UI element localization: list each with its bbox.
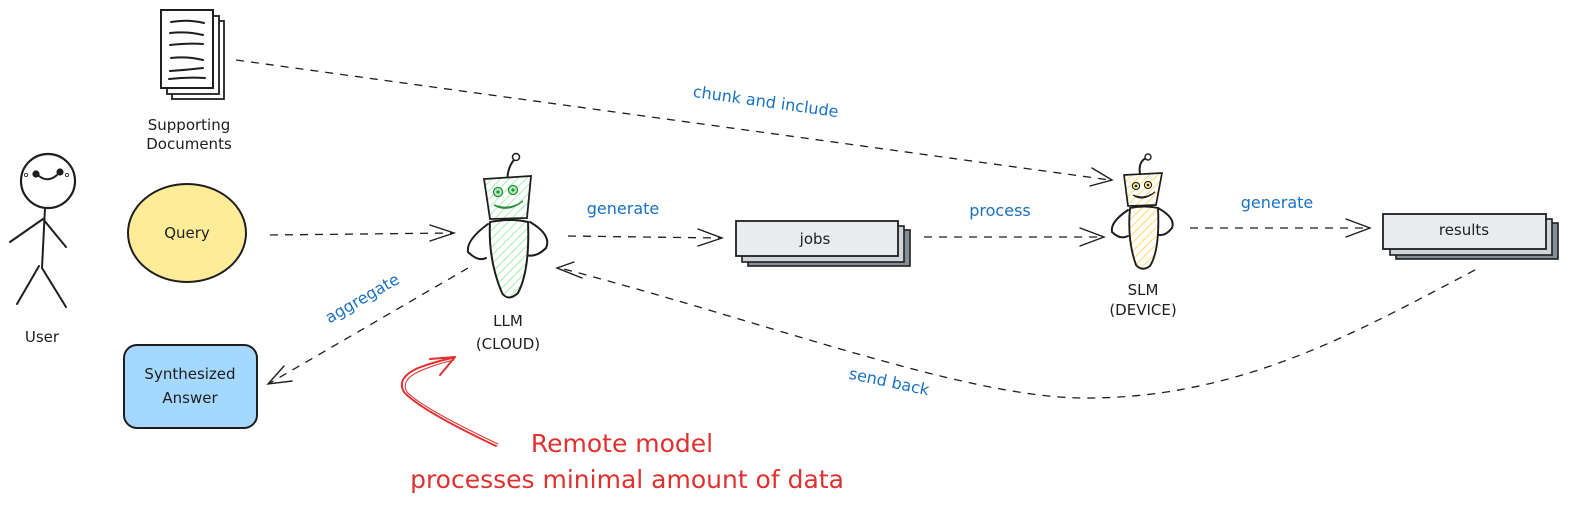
llm-node[interactable]: LLM (CLOUD) (466, 152, 549, 354)
supporting-documents-label-1: Supporting (148, 116, 231, 134)
user-label: User (25, 328, 60, 346)
edge-label-generate-results: generate (1241, 193, 1313, 212)
supporting-documents-node[interactable]: Supporting Documents (146, 9, 232, 153)
arrowhead-icon (429, 224, 457, 242)
edge-generate-results[interactable]: generate (1190, 193, 1372, 238)
arrowhead-icon (697, 228, 725, 247)
arrowhead-icon (1079, 227, 1106, 247)
edge-label-send-back: send back (847, 364, 931, 400)
slm-robot-icon (1110, 153, 1174, 270)
arrowhead-icon (1089, 167, 1114, 187)
edge-query-to-llm[interactable] (269, 224, 457, 242)
annotation-line-1: Remote model (531, 429, 713, 458)
arrowhead-icon (555, 261, 583, 279)
jobs-box-front (735, 220, 899, 257)
arrowhead-icon (266, 365, 293, 385)
annotation-line-2: processes minimal amount of data (410, 465, 844, 494)
documents-icon (160, 9, 225, 100)
synthesized-answer-box (123, 344, 258, 429)
edge-label-chunk-and-include: chunk and include (692, 82, 840, 121)
slm-node[interactable]: SLM (DEVICE) (1109, 153, 1177, 319)
annotation-arrowhead-icon (429, 356, 456, 376)
edge-aggregate[interactable]: aggregate (266, 267, 469, 385)
synthesized-answer-label-2: Answer (162, 389, 218, 407)
slm-label-1: SLM (1128, 281, 1159, 299)
edge-line (559, 267, 1476, 399)
edge-line (567, 235, 721, 239)
edge-chunk-and-include[interactable]: chunk and include (235, 59, 1114, 187)
annotation-remote-model: Remote model processes minimal amount of… (400, 356, 844, 494)
llm-label-2: (CLOUD) (476, 335, 540, 353)
synthesized-answer-node[interactable]: Synthesized Answer (123, 344, 258, 429)
query-label: Query (164, 224, 210, 242)
edge-send-back[interactable]: send back (555, 261, 1476, 400)
edge-label-process: process (969, 201, 1030, 220)
results-label: results (1439, 221, 1489, 239)
jobs-label: jobs (799, 230, 831, 248)
edge-generate-jobs[interactable]: generate (567, 199, 725, 247)
llm-robot-icon (466, 152, 549, 299)
edge-label-aggregate: aggregate (322, 269, 403, 327)
annotation-arrow-stroke2 (404, 359, 499, 445)
user-node[interactable]: User (9, 152, 77, 346)
slm-label-2: (DEVICE) (1109, 301, 1176, 319)
llm-label-1: LLM (493, 312, 523, 330)
edge-line (269, 232, 453, 236)
query-node[interactable]: Query (127, 183, 247, 283)
edge-label-generate-jobs: generate (587, 199, 659, 218)
supporting-documents-label-2: Documents (146, 135, 232, 153)
results-node[interactable]: results (1382, 213, 1559, 260)
synthesized-answer-label-1: Synthesized (144, 365, 235, 383)
edge-process[interactable]: process (924, 201, 1106, 247)
user-stick-figure-icon (9, 152, 77, 308)
query-ellipse (127, 183, 247, 283)
edge-line (235, 59, 1111, 181)
results-box-front (1382, 213, 1547, 250)
annotation-arrow (400, 357, 497, 447)
jobs-node[interactable]: jobs (735, 220, 911, 267)
arrowhead-icon (1345, 218, 1372, 238)
